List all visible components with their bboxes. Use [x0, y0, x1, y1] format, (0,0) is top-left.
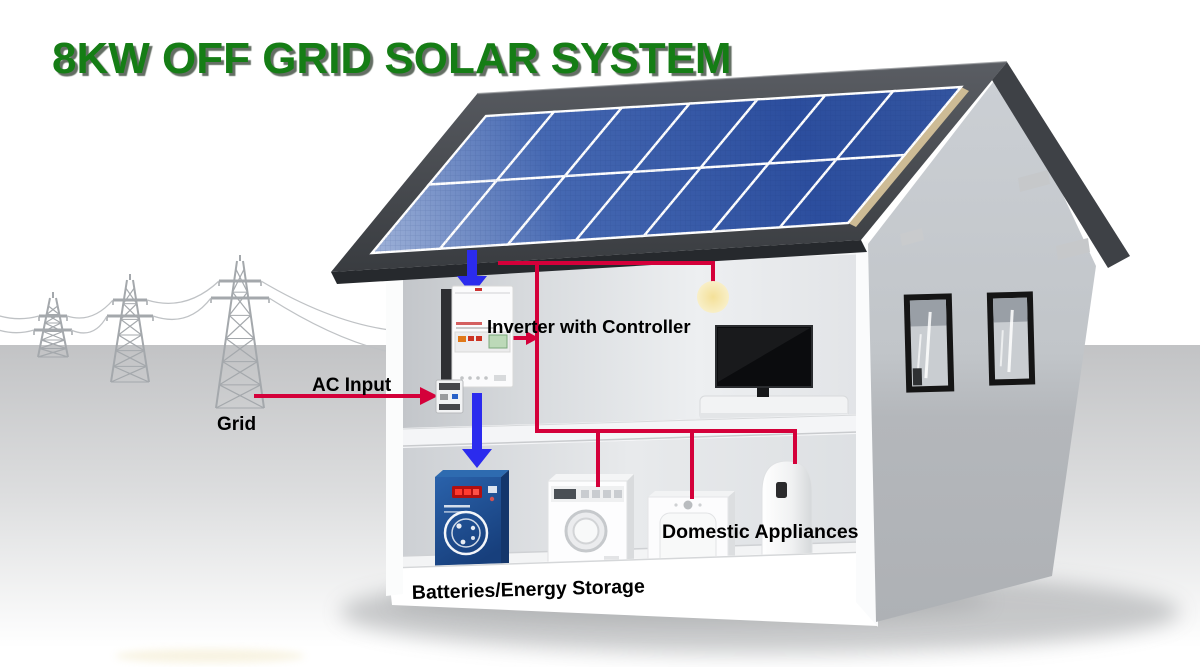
roof	[331, 61, 1008, 284]
power-wire	[146, 280, 220, 304]
power-wire	[0, 315, 40, 320]
roof-right-slope	[992, 62, 1130, 268]
solar-panel-array	[369, 85, 964, 255]
battery-energy-storage	[435, 470, 509, 572]
window	[903, 293, 955, 393]
pv-to-inverter-arrow	[457, 250, 487, 295]
inverter-with-controller	[441, 285, 514, 388]
transmission-tower	[210, 255, 270, 409]
power-wire	[152, 297, 212, 320]
transmission-tower	[106, 274, 154, 383]
roof-bracket	[1056, 238, 1090, 260]
transmission-towers	[0, 255, 391, 409]
transmission-tower	[33, 292, 73, 358]
dc-arrows	[457, 250, 492, 468]
power-wire	[0, 329, 35, 334]
inverter-to-battery-arrow	[462, 393, 492, 468]
power-wire	[260, 280, 391, 331]
power-wire	[70, 315, 108, 334]
tv	[699, 325, 849, 421]
inverter-label: Inverter with Controller	[487, 316, 691, 337]
house	[390, 245, 875, 583]
circuit-top-run	[498, 261, 715, 284]
roof-bracket	[900, 228, 924, 246]
window	[986, 291, 1036, 386]
tv-stand	[757, 386, 769, 397]
domestic-appliances-label: Domestic Appliances	[662, 521, 859, 543]
gable-wall	[868, 68, 1096, 622]
ac-meter	[435, 379, 464, 414]
grid-label: Grid	[217, 414, 256, 435]
water-heater	[761, 460, 813, 573]
tv-screen	[715, 325, 813, 388]
ground-smudge	[115, 649, 305, 663]
washing-machine	[547, 474, 634, 573]
inverter-arrowhead	[526, 331, 539, 345]
house-base	[388, 551, 878, 626]
ac-circuit-lines	[254, 261, 797, 499]
power-wire	[268, 297, 391, 353]
battery-emblem	[443, 510, 489, 556]
ac-arrowhead	[420, 387, 438, 405]
page-title: 8KW OFF GRID SOLAR SYSTEM	[52, 34, 732, 83]
roof-bracket	[1018, 170, 1050, 192]
light-bulb-icon	[697, 281, 729, 313]
front-left-corner	[386, 258, 403, 596]
power-wire	[66, 299, 114, 319]
ac-input-label: AC Input	[312, 375, 392, 396]
